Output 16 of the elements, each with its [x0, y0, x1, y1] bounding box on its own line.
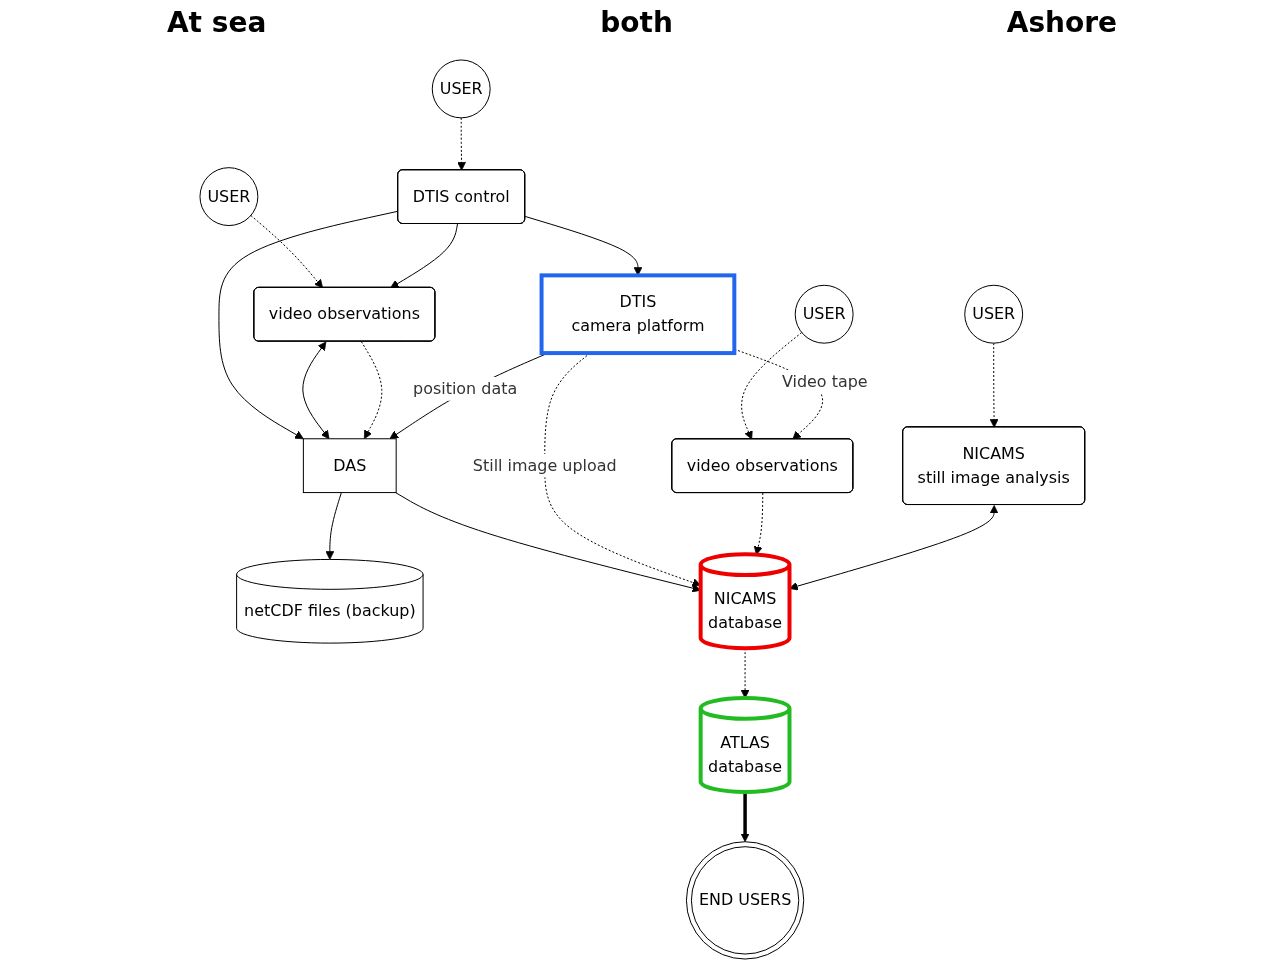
region-heading: both: [600, 6, 673, 41]
node-box: DAS: [302, 438, 397, 494]
node-circle: USER: [199, 167, 258, 227]
node-circle: USER: [431, 59, 491, 119]
node-circle: USER: [794, 284, 854, 344]
arrow: [740, 791, 750, 843]
edge-label: Video tape: [781, 372, 868, 391]
node-circle: USER: [963, 284, 1023, 344]
edge-label: position data: [412, 378, 517, 398]
node-circle: END USERS: [685, 841, 804, 960]
node-box: DTIS camera platform: [539, 273, 736, 356]
region-heading: Ashore: [1006, 6, 1118, 41]
edge-label: Still image upload: [472, 455, 617, 475]
region-heading: At sea: [166, 6, 267, 41]
arrow: [389, 223, 458, 289]
arrow: [753, 492, 763, 556]
